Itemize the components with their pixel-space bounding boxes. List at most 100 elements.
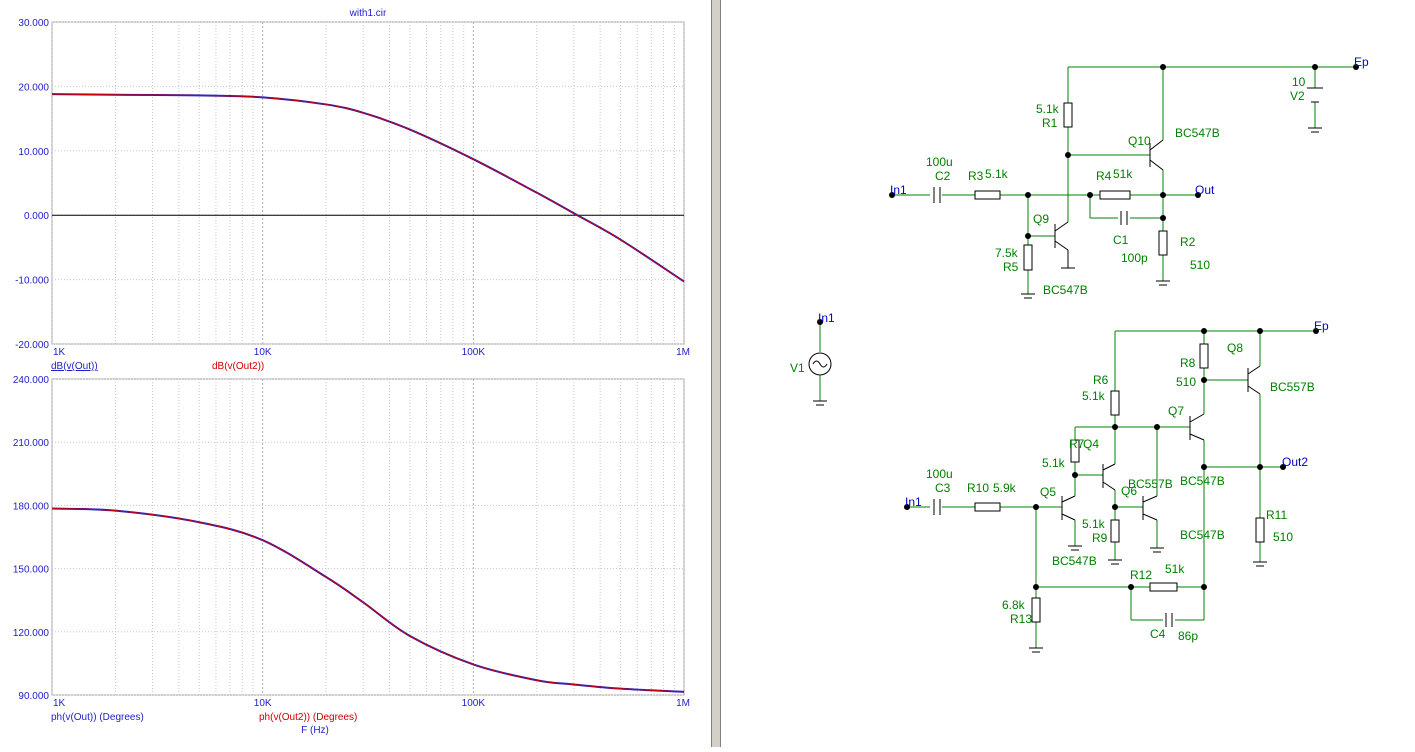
r9-value: 5.1k [1082,517,1106,531]
r2-name: R2 [1180,235,1196,249]
r8-name: R8 [1180,356,1196,370]
phase-y-tick-label: 90.000 [18,691,49,702]
legend-db-out2[interactable]: dB(v(Out2)) [212,361,264,372]
r3-value: 5.1k [985,167,1009,181]
upper-circuit-devices[interactable] [933,87,1323,299]
r13-value: 6.8k [1002,598,1026,612]
magnitude-x-tick-label: 1K [53,347,66,358]
magnitude-plot-area [51,21,685,345]
r6-value: 5.1k [1082,389,1106,403]
c3-name: C3 [935,481,951,495]
r9-name: R9 [1092,531,1108,545]
q6-name: Q6 [1121,484,1137,498]
phase-chart[interactable]: 240.000 210.000 180.000 150.000 120.000 90.00… [13,375,690,709]
c1-name: C1 [1113,233,1129,247]
c2-name: C2 [935,169,951,183]
r4-value: 51k [1113,167,1133,181]
r11-name: R11 [1266,508,1287,522]
magnitude-x-tick-label: 100K [462,347,486,358]
q10-name: Q10 [1128,134,1151,148]
magnitude-series-2[interactable] [51,93,685,282]
upper-circuit-wires [893,66,1355,294]
r1-name: R1 [1042,116,1058,130]
schematic-pane[interactable]: Ep In1 Out In1 Ep In1 Out2 5.1k R1 Q10 B… [722,0,1415,747]
pane-splitter[interactable] [711,0,721,747]
r12-name: R12 [1130,568,1152,582]
magnitude-y-tick-label: 20.000 [18,82,49,93]
phase-series-2[interactable] [51,508,685,693]
magnitude-x-tick-label: 1M [676,347,690,358]
lower-circuit-devices[interactable] [933,343,1267,653]
magnitude-x-tick-label: 10K [254,347,272,358]
r10-name: R10 [967,481,989,495]
c3-value: 100u [926,467,953,481]
v1-name: V1 [790,361,805,375]
phase-y-tick-label: 180.000 [13,501,50,512]
legend-ph-out[interactable]: ph(v(Out)) (Degrees) [51,712,144,723]
phase-x-tick-label: 10K [254,698,272,709]
r4-name: R4 [1096,169,1112,183]
q8-value: BC557B [1270,380,1315,394]
schematic-canvas[interactable]: Ep In1 Out In1 Ep In1 Out2 5.1k R1 Q10 B… [722,0,1415,747]
net-ep-lower: Ep [1314,319,1329,333]
phase-y-tick-label: 120.000 [13,628,50,639]
q10-value: BC547B [1175,126,1220,140]
lower-junctions [904,328,1319,590]
legend-ph-out2[interactable]: ph(v(Out2)) (Degrees) [259,712,357,723]
r5-value: 7.5k [995,246,1019,260]
r2-value: 510 [1190,258,1210,272]
q5-name: Q5 [1040,485,1056,499]
r3-name: R3 [968,169,984,183]
r7-value: 5.1k [1042,456,1066,470]
c2-value: 100u [926,155,953,169]
q4-name: Q4 [1083,437,1099,451]
r10-value: 5.9k [993,481,1017,495]
phase-plot-area [51,378,685,696]
v1-source[interactable] [808,319,832,406]
r1-value: 5.1k [1036,102,1060,116]
q9-value: BC547B [1043,283,1088,297]
r7-name: R7 [1069,437,1085,451]
magnitude-y-tick-label: 10.000 [18,147,49,158]
magnitude-y-tick-label: -20.000 [15,340,49,351]
q7-value: BC547B [1180,474,1225,488]
v2-value: 10 [1292,75,1306,89]
net-out2: Out2 [1282,455,1308,469]
magnitude-y-tick-label: 0.000 [24,211,49,222]
net-in1-source: In1 [818,311,835,325]
phase-x-tick-label: 1K [53,698,66,709]
r12-value: 51k [1165,562,1185,576]
c1-value: 100p [1121,251,1148,265]
phase-x-tick-label: 1M [676,698,690,709]
r6-name: R6 [1093,373,1109,387]
c4-value: 86p [1178,629,1198,643]
v2-name: V2 [1290,89,1305,103]
phase-y-tick-label: 150.000 [13,565,50,576]
net-ep-upper: Ep [1354,55,1369,69]
q5-value: BC547B [1052,554,1097,568]
r5-name: R5 [1003,260,1019,274]
q4-value: BC557B [1128,477,1173,491]
q9-name: Q9 [1033,212,1049,226]
q8-name: Q8 [1227,341,1243,355]
c4-name: C4 [1150,627,1166,641]
q6-value: BC547B [1180,528,1225,542]
legend-db-out[interactable]: dB(v(Out)) [51,361,98,372]
x-axis-label: F (Hz) [301,725,329,736]
r8-value: 510 [1176,375,1196,389]
phase-y-tick-label: 210.000 [13,438,50,449]
q7-name: Q7 [1168,404,1184,418]
r11-value: 510 [1273,530,1293,544]
phase-y-tick-label: 240.000 [13,375,50,386]
r13-name: R13 [1010,612,1032,626]
net-in1-upper: In1 [890,183,907,197]
magnitude-y-tick-label: -10.000 [15,276,49,287]
plot-canvas[interactable]: with1.cir 30.00020.00010.0000.000-10.000… [0,0,711,747]
upper-junctions [889,64,1359,239]
plot-title: with1.cir [349,8,387,19]
phase-x-tick-label: 100K [462,698,486,709]
net-in1-lower: In1 [905,495,922,509]
net-out: Out [1195,183,1215,197]
